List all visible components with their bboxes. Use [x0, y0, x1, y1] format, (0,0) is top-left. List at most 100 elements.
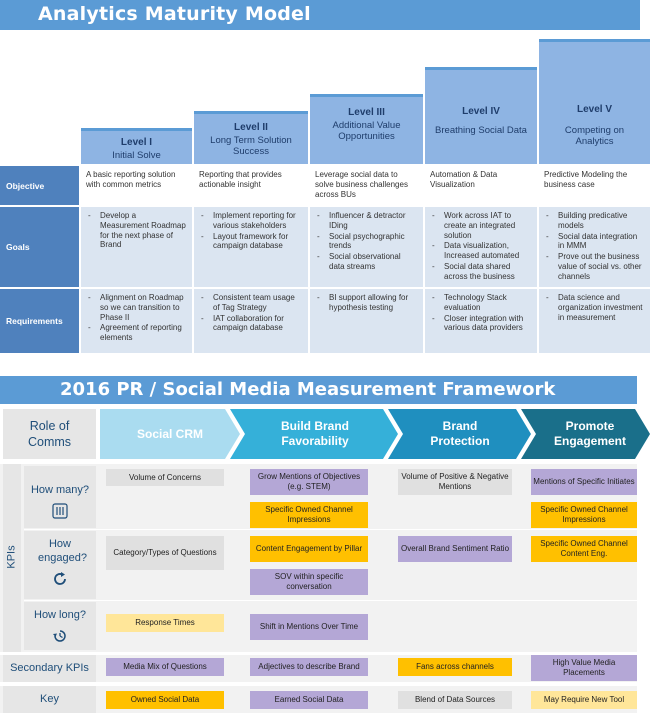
objective-cell-1: A basic reporting solution with common m…: [86, 170, 176, 189]
requirement-item: IAT collaboration for campaign database: [199, 314, 303, 334]
stage-promote-engagement: Promote Engagement: [553, 419, 626, 448]
goal-item: Social data shared across the business: [430, 262, 532, 282]
framework-title: 2016 PR / Social Media Measurement Frame…: [60, 379, 556, 400]
key-earned: Earned Social Data: [250, 691, 368, 709]
cell-volume-concerns: Volume of Concerns: [106, 469, 224, 486]
cell-grow-mentions: Grow Mentions of Objectives (e.g. STEM): [250, 469, 368, 495]
level-2-desc: Long Term Solution Success: [210, 135, 292, 157]
level-5-name: Level V: [576, 104, 613, 115]
kpi-divider: [24, 529, 637, 530]
cell-media-mix: Media Mix of Questions: [106, 658, 224, 676]
requirement-item: Consistent team usage of Tag Strategy: [199, 293, 303, 313]
stage-chevron-promote-engagement: [521, 409, 650, 459]
row-label-objective: Objective: [0, 166, 79, 205]
key-new-tool: May Require New Tool: [531, 691, 637, 709]
maturity-title-banner: Analytics Maturity Model: [0, 0, 640, 30]
stage-build-brand-favorability: Build Brand Favorability: [281, 419, 349, 448]
level-2-name: Level II: [234, 122, 268, 133]
stage-chevron-brand-protection: [388, 409, 531, 459]
stage-brand-protection: Brand Protection: [430, 419, 490, 448]
goal-item: Implement reporting for various stakehol…: [199, 211, 303, 231]
goals-cell-4: Work across IAT to create an integrated …: [425, 207, 537, 287]
requirement-item: Alignment on Roadmap so we can transitio…: [86, 293, 187, 322]
level-4-name: Level IV: [462, 106, 500, 117]
secondary-kpis-label: Secondary KPIs: [10, 662, 89, 674]
goal-item: Social observational data streams: [315, 252, 418, 272]
goal-item: Social psychographic trends: [315, 232, 418, 252]
key-owned: Owned Social Data: [106, 691, 224, 709]
level-1-desc: Initial Solve: [112, 150, 161, 161]
goal-item: Social data integration in MMM: [544, 232, 645, 252]
row-label-goals: Goals: [0, 207, 79, 287]
goals-cell-5: Building predicative models Social data …: [539, 207, 650, 287]
goal-item: Building predicative models: [544, 211, 645, 231]
cell-brand-sentiment: Overall Brand Sentiment Ratio: [398, 536, 512, 562]
level-3-desc: Additional Value Opportunities: [332, 120, 401, 142]
requirement-item: Closer integration with various data pro…: [430, 314, 532, 334]
cell-sov: SOV within specific conversation: [250, 569, 368, 595]
kpi-divider: [24, 600, 637, 601]
key-label-box: [3, 686, 96, 713]
objective-cell-2: Reporting that provides actionable insig…: [199, 170, 282, 189]
stage-chevrons: [100, 409, 650, 459]
cell-fans-channels: Fans across channels: [398, 658, 512, 676]
requirements-cell-5: Data science and organization investment…: [539, 289, 650, 353]
row-label-requirements: Requirements: [0, 289, 79, 353]
requirement-item: Agreement of reporting elements: [86, 323, 187, 343]
requirement-item: Technology Stack evaluation: [430, 293, 532, 313]
refresh-icon: [54, 572, 66, 585]
level-5-header: Level V Competing on Analytics: [539, 39, 650, 164]
goals-cell-3: Influencer & detractor IDing Social psyc…: [310, 207, 423, 287]
cell-shift-mentions: Shift in Mentions Over Time: [250, 614, 368, 640]
objective-cell-4: Automation & Data Visualization: [430, 170, 498, 189]
cell-volume-pos-neg: Volume of Positive & Negative Mentions: [398, 469, 512, 495]
cell-adjectives: Adjectives to describe Brand: [250, 658, 368, 676]
how-long-block: [24, 602, 96, 650]
goal-item: Work across IAT to create an integrated …: [430, 211, 532, 240]
objective-cell-3: Leverage social data to solve business c…: [315, 170, 408, 199]
level-5-desc: Competing on Analytics: [564, 125, 625, 147]
framework-title-banner: 2016 PR / Social Media Measurement Frame…: [0, 376, 637, 404]
cell-category-questions: Category/Types of Questions: [106, 536, 224, 570]
goal-item: Develop a Measurement Roadmap for the ne…: [86, 211, 187, 250]
stage-chevron-social-crm: [100, 409, 240, 459]
requirement-item: Data science and organization investment…: [544, 293, 645, 322]
key-label: Key: [40, 693, 59, 705]
kpi-left-strip: [3, 464, 21, 652]
level-2-header: Level II Long Term Solution Success: [194, 111, 308, 164]
cell-high-value: High Value Media Placements: [531, 655, 637, 681]
sliders-icon: [52, 503, 68, 519]
key-blend: Blend of Data Sources: [398, 691, 512, 709]
goal-item: Prove out the business value of social v…: [544, 252, 645, 281]
level-1-name: Level I: [120, 137, 153, 148]
requirements-cell-1: Alignment on Roadmap so we can transitio…: [81, 289, 192, 353]
level-3-header: Level III Additional Value Opportunities: [310, 94, 423, 164]
how-engaged-label: How engaged?: [38, 538, 87, 564]
requirement-item: BI support allowing for hypothesis testi…: [315, 293, 418, 313]
cell-content-engagement: Content Engagement by Pillar: [250, 536, 368, 562]
cell-response-times: Response Times: [106, 614, 224, 632]
cell-owned-channel-impressions-1: Specific Owned Channel Impressions: [250, 502, 368, 528]
objective-cell-5: Predictive Modeling the business case: [544, 170, 628, 189]
kpis-label: KPIs: [5, 545, 18, 569]
how-long-label: How long?: [34, 609, 86, 621]
how-engaged-block: [24, 531, 96, 599]
role-of-comms: Role of Comms: [3, 409, 96, 459]
requirements-cell-4: Technology Stack evaluation Closer integ…: [425, 289, 537, 353]
how-many-label: How many?: [30, 484, 90, 496]
clock-icon: [53, 630, 66, 642]
secondary-kpis-label-box: [3, 655, 96, 682]
goal-item: Influencer & detractor IDing: [315, 211, 418, 231]
goal-item: Data visualization, Increased automated: [430, 241, 532, 261]
cell-owned-channel-impressions-2: Specific Owned Channel Impressions: [531, 502, 637, 528]
goal-item: Layout framework for campaign database: [199, 232, 303, 252]
level-4-desc: Breathing Social Data: [435, 125, 527, 136]
cell-mentions-initiates: Mentions of Specific Initiates: [531, 469, 637, 495]
stage-social-crm: Social CRM: [136, 426, 203, 441]
maturity-title: Analytics Maturity Model: [38, 3, 311, 25]
goals-cell-2: Implement reporting for various stakehol…: [194, 207, 308, 287]
goals-cell-1: Develop a Measurement Roadmap for the ne…: [81, 207, 192, 287]
requirements-cell-2: Consistent team usage of Tag Strategy IA…: [194, 289, 308, 353]
level-1-header: Level I Initial Solve: [81, 128, 192, 164]
cell-owned-content-eng: Specific Owned Channel Content Eng.: [531, 536, 637, 562]
